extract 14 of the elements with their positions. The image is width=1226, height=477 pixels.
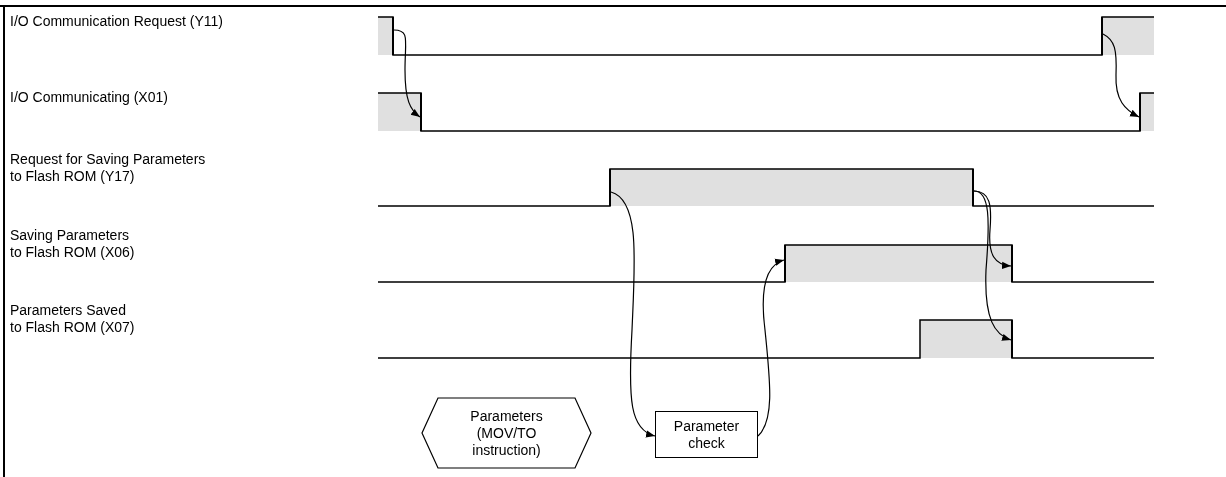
timing-arrow <box>610 191 656 437</box>
process-box <box>655 411 758 458</box>
signal-name: Request for Saving Parameters to Flash ROM (Y17) <box>10 151 206 185</box>
node-text: Parameters (MOV/TO instruction) <box>469 407 544 459</box>
signal-name: Saving Parameters to Flash ROM (X06) <box>10 227 135 261</box>
node-text: Parameter check <box>672 417 741 452</box>
timing-arrow <box>1102 33 1140 118</box>
timing-arrow <box>393 29 421 118</box>
timing-arrow <box>973 190 1012 341</box>
signal-name: I/O Communicating (X01) <box>10 89 168 106</box>
signal-name: I/O Communication Request (Y11) <box>10 13 223 30</box>
timing-arrow <box>757 259 785 437</box>
signal-name: Parameters Saved to Flash ROM (X07) <box>10 302 135 336</box>
hexagon-box <box>421 397 592 469</box>
